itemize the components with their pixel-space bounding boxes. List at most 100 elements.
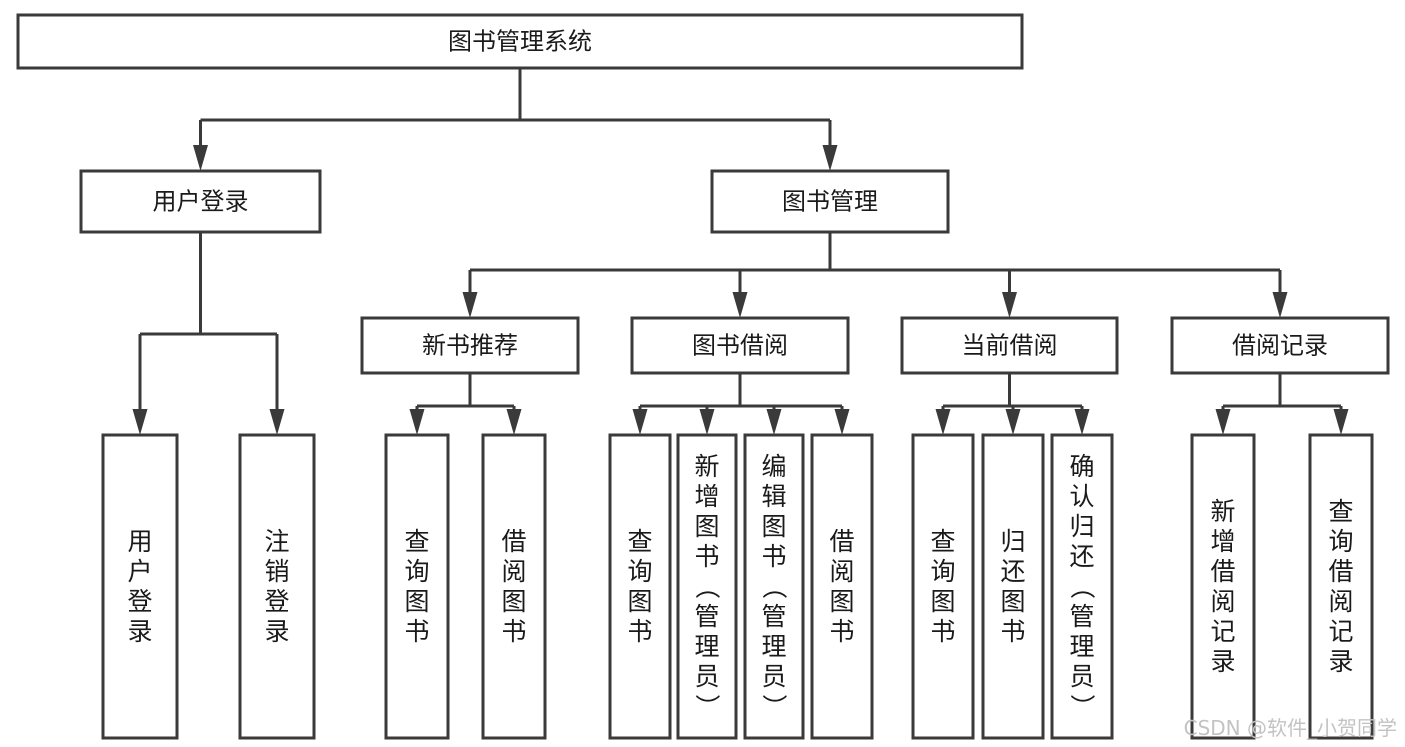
leaf-borrow-book-1-box[interactable]	[481, 433, 547, 740]
book-manage-to-child-1-arrowhead	[732, 292, 748, 318]
node-user-login-label: 用户登录	[153, 188, 249, 216]
leaf-add-book-admin-char: ）	[693, 694, 722, 719]
leaf-add-borrow-record-char: 增	[1210, 527, 1235, 556]
new-book-recommend-to-child-1-arrowhead	[506, 409, 522, 435]
leaf-add-book-admin-char: 增	[694, 482, 719, 511]
new-book-recommend-to-child-0-arrowhead	[409, 409, 425, 435]
leaf-query-borrow-record-box[interactable]	[1308, 433, 1374, 740]
leaf-borrow-book-2-box[interactable]	[810, 433, 874, 740]
leaf-query-book-2-box[interactable]	[608, 433, 672, 740]
leaf-edit-book-admin-box[interactable]	[743, 433, 805, 740]
leaf-user-logout-char: 注	[264, 527, 289, 556]
root-to-book-manage-arrowhead	[822, 145, 838, 171]
leaf-borrow-book-2-char: 借	[829, 527, 854, 556]
leaf-borrow-book-1-char: 书	[501, 617, 526, 646]
leaf-query-book-3-char: 查	[930, 527, 955, 556]
leaf-add-borrow-record-char: 阅	[1210, 587, 1235, 616]
leaf-confirm-return-admin-char: 员	[1069, 662, 1094, 691]
node-root-label: 图书管理系统	[448, 28, 592, 56]
node-book-borrow-box[interactable]	[630, 316, 850, 375]
leaf-query-book-2-char: 查	[627, 527, 652, 556]
leaf-confirm-return-admin-char: 认	[1069, 482, 1094, 511]
leaf-user-login-do-char: 录	[127, 617, 152, 646]
leaf-user-login-do-box[interactable]	[101, 433, 179, 740]
user-login-to-child-1-arrowhead	[269, 409, 285, 435]
leaf-query-book-1-char: 询	[404, 557, 429, 586]
leaf-confirm-return-admin-char: 理	[1069, 632, 1094, 661]
leaf-borrow-book-1-char: 借	[501, 527, 526, 556]
leaf-confirm-return-admin-char: （	[1068, 574, 1097, 599]
leaf-query-book-1-box[interactable]	[384, 433, 450, 740]
node-book-manage-box[interactable]	[710, 169, 950, 234]
leaf-query-book-3-char: 书	[930, 617, 955, 646]
leaf-return-book-char: 书	[1000, 617, 1025, 646]
leaf-user-login-do-char: 户	[127, 557, 152, 586]
leaf-confirm-return-admin-char: 确	[1069, 452, 1094, 481]
leaf-edit-book-admin-char: 管	[761, 602, 786, 631]
book-borrow-to-child-1-arrowhead	[699, 409, 715, 435]
node-new-book-recommend-label: 新书推荐	[422, 332, 518, 360]
leaf-borrow-book-1-char: 阅	[501, 557, 526, 586]
book-borrow-to-child-2-arrowhead	[766, 409, 782, 435]
current-borrow-to-child-0-arrowhead	[935, 409, 951, 435]
leaf-confirm-return-admin-char: 归	[1069, 512, 1094, 541]
leaf-add-borrow-record-char: 新	[1210, 497, 1235, 526]
leaf-add-book-admin-char: 管	[694, 602, 719, 631]
leaf-add-book-admin-char: 员	[694, 662, 719, 691]
leaf-borrow-book-2-char: 书	[829, 617, 854, 646]
leaf-add-borrow-record-char: 录	[1210, 647, 1235, 676]
node-root-box[interactable]	[16, 13, 1024, 70]
node-user-login-box[interactable]	[79, 169, 322, 234]
node-current-borrow-label: 当前借阅	[962, 332, 1058, 360]
leaf-user-login-do-label: 用户登录	[127, 527, 152, 646]
leaf-return-book-char: 图	[1000, 587, 1025, 616]
node-borrow-record-box[interactable]	[1170, 316, 1390, 375]
leaf-query-book-2-char: 图	[627, 587, 652, 616]
leaf-query-book-3-box[interactable]	[911, 433, 975, 740]
current-borrow-to-child-1-arrowhead	[1005, 409, 1021, 435]
leaf-confirm-return-admin-char: 还	[1069, 542, 1094, 571]
node-book-manage-label: 图书管理	[782, 188, 878, 216]
leaf-add-borrow-record-char: 借	[1210, 557, 1235, 586]
user-login-to-child-0-arrowhead	[132, 409, 148, 435]
leaf-add-book-admin-char: 书	[694, 542, 719, 571]
leaf-confirm-return-admin-box[interactable]	[1050, 433, 1114, 740]
leaf-return-book-box[interactable]	[981, 433, 1045, 740]
leaf-user-login-do-char: 用	[127, 527, 152, 556]
node-new-book-recommend-box[interactable]	[360, 316, 580, 375]
leaf-user-logout-char: 录	[264, 617, 289, 646]
borrow-record-to-child-0-arrowhead	[1215, 409, 1231, 435]
connector-layer	[132, 68, 1349, 435]
leaf-edit-book-admin-char: ）	[760, 694, 789, 719]
leaf-user-logout-char: 登	[264, 587, 289, 616]
node-layer: 图书管理系统用户登录用户登录注销登录图书管理新书推荐查询图书借阅图书图书借阅查询…	[16, 13, 1390, 740]
node-current-borrow-box[interactable]	[900, 316, 1119, 375]
leaf-add-borrow-record-box[interactable]	[1190, 433, 1256, 740]
book-manage-to-child-3-arrowhead	[1272, 292, 1288, 318]
leaf-confirm-return-admin-char: 管	[1069, 602, 1094, 631]
leaf-edit-book-admin-char: 图	[761, 512, 786, 541]
leaf-query-borrow-record-char: 查	[1328, 497, 1353, 526]
book-borrow-to-child-3-arrowhead	[834, 409, 850, 435]
node-borrow-record-label: 借阅记录	[1232, 332, 1328, 360]
leaf-return-book-char: 还	[1000, 557, 1025, 586]
leaf-add-borrow-record-char: 记	[1210, 617, 1235, 646]
leaf-query-book-1-char: 书	[404, 617, 429, 646]
leaf-user-logout-char: 销	[264, 557, 289, 586]
leaf-query-book-3-char: 图	[930, 587, 955, 616]
leaf-user-logout-box[interactable]	[238, 433, 316, 740]
leaf-user-login-do-char: 登	[127, 587, 152, 616]
leaf-add-book-admin-box[interactable]	[676, 433, 738, 740]
leaf-query-borrow-record-char: 询	[1328, 527, 1353, 556]
leaf-add-book-admin-char: 图	[694, 512, 719, 541]
leaf-edit-book-admin-char: 理	[761, 632, 786, 661]
leaf-query-book-1-char: 查	[404, 527, 429, 556]
leaf-return-book-char: 归	[1000, 527, 1025, 556]
leaf-query-borrow-record-char: 记	[1328, 617, 1353, 646]
